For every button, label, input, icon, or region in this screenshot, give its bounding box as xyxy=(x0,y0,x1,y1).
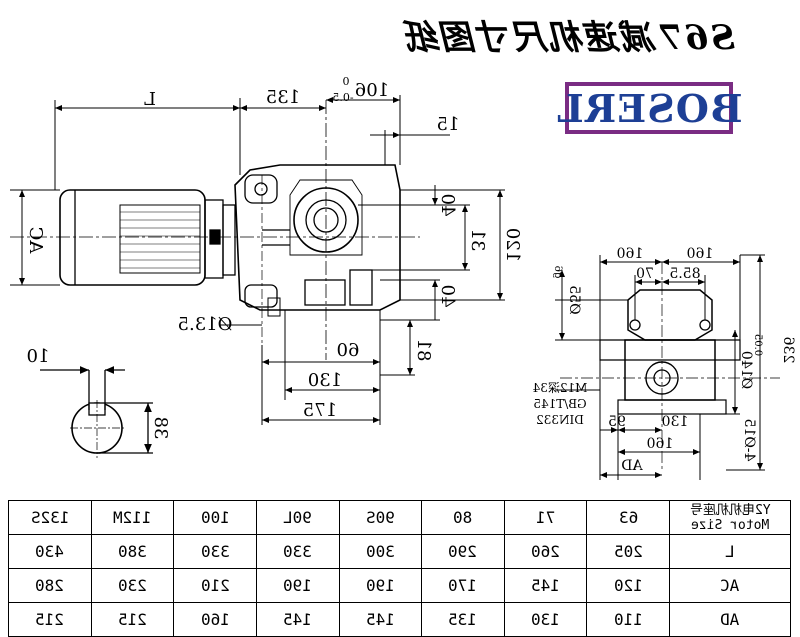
header-sub: Motor Size xyxy=(690,517,770,533)
dim-r-AD: AD xyxy=(621,458,643,474)
dim-38: 38 xyxy=(150,417,171,440)
note-gb: GB/T145 xyxy=(533,397,586,411)
dim-r55: Ø55 xyxy=(566,285,582,314)
table-cell: 160 xyxy=(173,602,257,637)
table-cell: 110 xyxy=(586,602,670,637)
size-cell: 112M xyxy=(90,500,175,535)
row-label: L xyxy=(669,534,791,569)
table-row: 430 380 330 330 300 290 260 205 L xyxy=(8,534,791,569)
table-cell: 430 xyxy=(8,534,92,569)
row-label: AD xyxy=(669,602,791,637)
dim-130: 130 xyxy=(308,370,342,391)
dim-81: 81 xyxy=(413,339,434,362)
dimension-labels: L 135 106 0 -0.5 15 AC 120 31 40 40 81 Ø… xyxy=(25,75,523,439)
dim-15: 15 xyxy=(437,114,460,135)
header-cell: Y2电机机座号 Motor Size xyxy=(669,500,791,535)
size-cell: 71 xyxy=(503,500,588,535)
table-cell: 205 xyxy=(586,534,670,569)
table-cell: 120 xyxy=(586,568,670,603)
table-row: 132S 112M 100 90L 90S 80 71 63 Y2电机机座号 M… xyxy=(8,500,791,535)
dim-r160b: 160 xyxy=(687,246,714,262)
dim-40-top: 40 xyxy=(437,194,458,217)
dim-r160c: 160 xyxy=(647,436,674,452)
size-cell: 80 xyxy=(421,500,505,535)
gearbox-end-view xyxy=(560,262,780,470)
end-view-labels: 160 160 70 85.5 Ø55 g6 236 Ø140 0.05 4-Ø… xyxy=(532,246,796,474)
dim-31: 31 xyxy=(467,229,488,252)
header-label: Y2电机机座号 xyxy=(689,502,771,518)
gearbox-side-view xyxy=(10,100,420,360)
table-cell: 190 xyxy=(338,568,423,603)
size-cell: 90L xyxy=(255,500,340,535)
dim-40-mid: 40 xyxy=(437,285,458,308)
table-cell: 215 xyxy=(8,602,92,637)
table-cell: 135 xyxy=(421,602,505,637)
dim-13-5: Ø13.5 xyxy=(178,314,233,335)
note-din: DIN332 xyxy=(536,413,584,427)
table-cell: 330 xyxy=(173,534,257,569)
table-cell: 130 xyxy=(503,602,588,637)
table-cell: 230 xyxy=(90,568,175,603)
table-cell: 280 xyxy=(8,568,92,603)
table-cell: 190 xyxy=(255,568,340,603)
dim-175: 175 xyxy=(303,400,337,421)
technical-drawing: L 135 106 0 -0.5 15 AC 120 31 40 40 81 Ø… xyxy=(10,75,796,480)
table-cell: 260 xyxy=(503,534,588,569)
dim-135: 135 xyxy=(266,87,300,108)
dim-L: L xyxy=(144,89,156,110)
dimension-lines xyxy=(10,95,505,425)
table-cell: 300 xyxy=(338,534,423,569)
size-cell: 132S xyxy=(8,500,92,535)
dim-r236: 236 xyxy=(780,337,796,364)
dim-tol-lower: -0.5 xyxy=(332,91,353,104)
size-cell: 100 xyxy=(173,500,257,535)
dim-r95: 95 xyxy=(608,414,626,430)
dim-r130: 130 xyxy=(662,414,689,430)
dim-106: 106 xyxy=(355,80,389,101)
dim-r140-tol: 0.05 xyxy=(752,334,763,356)
table-cell: 145 xyxy=(503,568,588,603)
size-cell: 90S xyxy=(338,500,423,535)
table-cell: 170 xyxy=(421,568,505,603)
dim-r85-5: 85.5 xyxy=(669,266,700,282)
dim-r140: Ø140 xyxy=(738,351,754,389)
table-row: 215 215 160 145 145 135 130 110 AD xyxy=(8,602,791,637)
dim-r55-tol: g6 xyxy=(552,266,563,279)
shaft-section xyxy=(40,366,153,458)
dim-10: 10 xyxy=(27,346,50,367)
end-view-dimensions xyxy=(555,254,765,480)
spec-table: 132S 112M 100 90L 90S 80 71 63 Y2电机机座号 M… xyxy=(8,500,791,637)
dim-tol-upper: 0 xyxy=(343,75,350,88)
table-cell: 330 xyxy=(255,534,340,569)
dim-60: 60 xyxy=(337,340,360,361)
dim-r4-15: 4-Ø15 xyxy=(741,419,757,462)
size-cell: 63 xyxy=(586,500,670,535)
dim-120: 120 xyxy=(502,228,523,262)
table-row: 280 230 210 190 190 170 145 120 AC xyxy=(8,568,791,603)
dim-AC: AC xyxy=(25,227,46,255)
table-cell: 380 xyxy=(90,534,175,569)
table-cell: 290 xyxy=(421,534,505,569)
table-cell: 215 xyxy=(90,602,175,637)
note-m12: M12深34 xyxy=(532,381,587,395)
table-cell: 145 xyxy=(255,602,340,637)
brand-logo: BOSERL xyxy=(556,82,742,134)
table-cell: 210 xyxy=(173,568,257,603)
row-label: AC xyxy=(669,568,791,603)
dim-r70: 70 xyxy=(636,266,654,282)
table-cell: 145 xyxy=(338,602,423,637)
dim-r160a: 160 xyxy=(617,246,644,262)
